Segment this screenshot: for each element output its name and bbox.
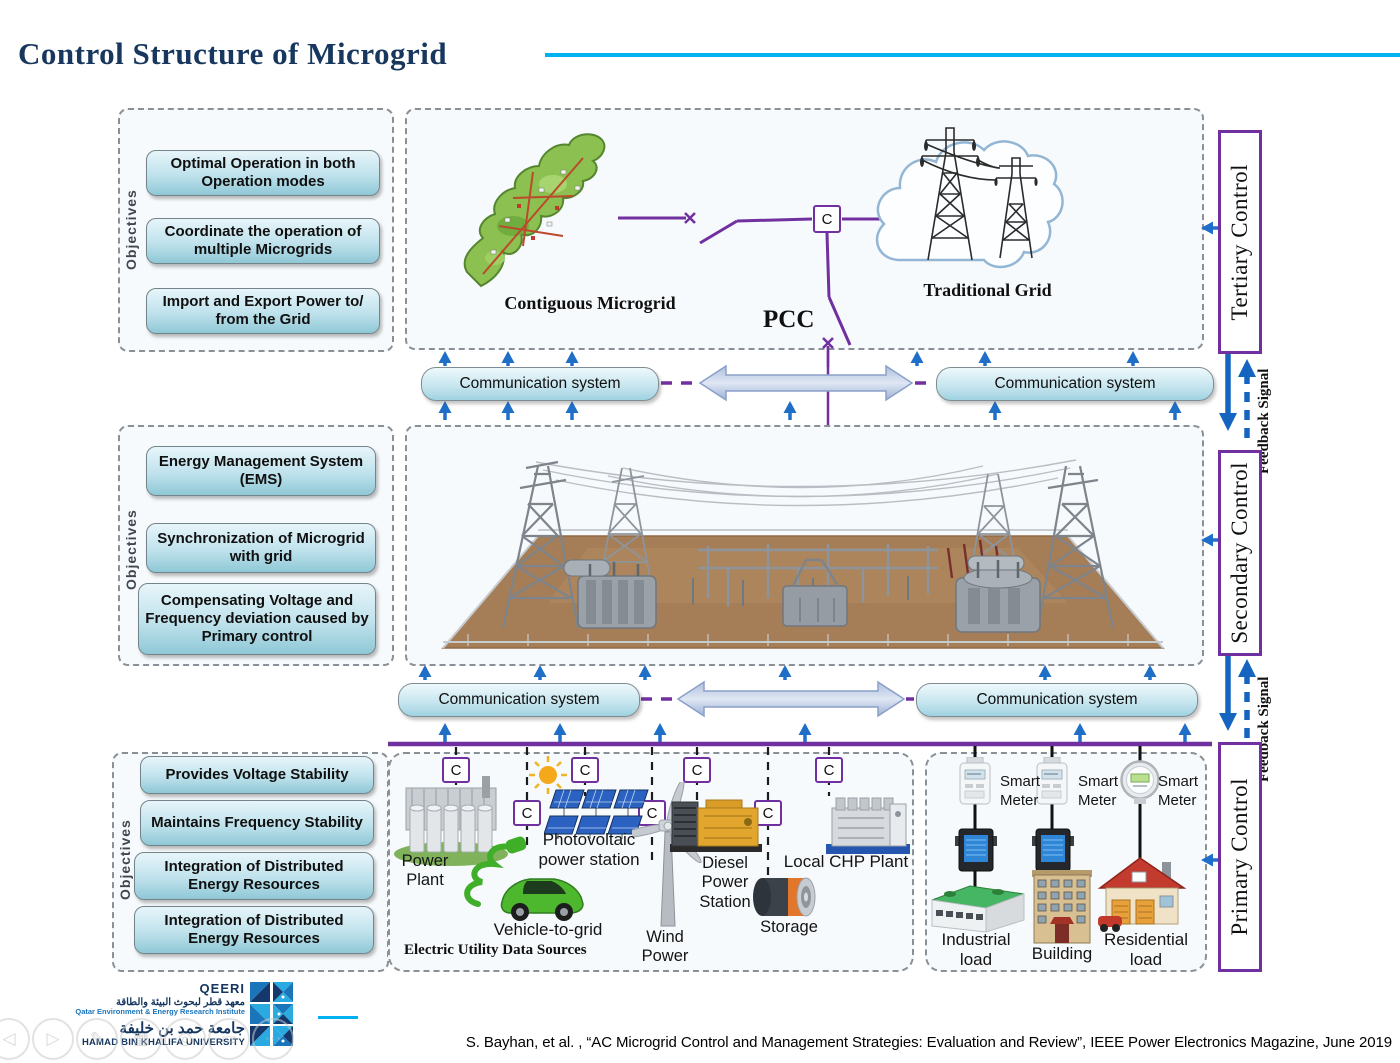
pen-icon[interactable]: ✎ [76, 1018, 118, 1060]
smart-meter-label-2: Smart Meter [1078, 773, 1119, 809]
chp-label: Local CHP Plant [783, 852, 909, 871]
chp-plant-icon [826, 797, 910, 854]
pv-label: Photovoltaic power station [538, 830, 640, 870]
solar-panels-icon [544, 789, 649, 839]
comm-arrows-row1 [438, 351, 1182, 420]
industrial-load-label: Industrial load [941, 930, 1011, 969]
diesel-label: Diesel Power Station [699, 854, 751, 911]
previous-icon[interactable]: ◁ [0, 1018, 30, 1060]
primary-control-label: Primary Control [1227, 778, 1252, 936]
pcc-wiring [618, 216, 902, 425]
communication-system-top-right: Communication system [936, 367, 1214, 401]
tertiary-objective-3: Import and Export Power to/ from the Gri… [146, 288, 380, 334]
load-controller-icon-1 [955, 828, 997, 872]
substation-illustration [441, 459, 1165, 649]
control-left-arrows [1201, 221, 1218, 867]
sun-icon [529, 756, 567, 794]
secondary-objective-2: Synchronization of Microgrid with grid [146, 523, 376, 573]
residential-load-icon [1097, 857, 1187, 932]
power-plant-icon [394, 776, 508, 866]
comm-double-arrow-2 [676, 680, 906, 718]
grid-icon[interactable]: ▦ [120, 1018, 162, 1060]
notes-icon[interactable]: ▭ [208, 1018, 250, 1060]
pcc-label: PCC [763, 306, 815, 333]
feedback-arrows-2 [1219, 654, 1256, 738]
vehicle-to-grid-icon [500, 878, 584, 921]
primary-objectives-title: Objectives [117, 819, 133, 901]
secondary-objective-3: Compensating Voltage and Frequency devia… [138, 583, 376, 655]
primary-control-box: Primary Control [1218, 742, 1262, 972]
logo-university-english: HAMAD BIN KHALIFA UNIVERSITY [81, 1036, 245, 1048]
zoom-icon[interactable]: ◎ [164, 1018, 206, 1060]
primary-objective-1: Provides Voltage Stability [140, 756, 374, 794]
communication-system-top-left: Communication system [421, 367, 659, 401]
tertiary-objective-1: Optimal Operation in both Operation mode… [146, 150, 380, 196]
primary-objective-3: Integration of Distributed Energy Resour… [134, 852, 374, 900]
building-load-icon [1032, 870, 1092, 944]
der-caption: Electric Utility Data Sources [404, 942, 587, 958]
logo-accent-rule [318, 1016, 358, 1019]
logo-org-arabic: معهد قطر لبحوث البيئة والطاقة [115, 996, 245, 1008]
tertiary-objectives-title: Objectives [123, 189, 139, 271]
breaker-diesel: C [683, 757, 711, 783]
power-plant-label: Power Plant [401, 852, 449, 890]
residential-load-label: Residential load [1103, 930, 1189, 969]
comm-arrows-row2 [418, 665, 1192, 742]
storage-battery-icon [753, 877, 816, 917]
page-title: Control Structure of Microgrid [18, 36, 448, 71]
presenter-toolbar: ◁ ▷ ✎ ▦ ◎ ▭ ⋯ [0, 1018, 294, 1060]
logo-org-name: QEERI [199, 981, 245, 996]
logo-org-english: Qatar Environment & Energy Research Inst… [75, 1006, 245, 1016]
communication-system-bottom-right: Communication system [916, 683, 1198, 717]
breaker-power-plant: C [442, 757, 470, 783]
load-controller-icon-2 [1032, 828, 1074, 872]
diesel-generator-icon [670, 799, 762, 852]
smart-meter-icon-3 [1120, 760, 1160, 804]
industrial-load-icon [931, 885, 1025, 933]
play-icon[interactable]: ▷ [32, 1018, 74, 1060]
contiguous-microgrid-icon [463, 133, 606, 288]
primary-objective-4: Integration of Distributed Energy Resour… [134, 906, 374, 954]
feedback-arrows-1 [1219, 352, 1256, 438]
pcc-breaker-box: C [813, 205, 841, 233]
smart-meter-label-1: Smart Meter [1000, 773, 1041, 809]
v2g-label: Vehicle-to-grid [493, 920, 603, 939]
tertiary-control-box: Tertiary Control [1218, 130, 1262, 354]
breaker-pv: C [571, 757, 599, 783]
breaker-chp: C [815, 757, 843, 783]
secondary-objective-1: Energy Management System (EMS) [146, 446, 376, 496]
title-rule [545, 53, 1400, 57]
contiguous-microgrid-label: Contiguous Microgrid [504, 293, 676, 313]
comm-double-arrow-1 [698, 364, 914, 402]
breaker-v2g: C [513, 800, 541, 826]
charging-plug-icon [464, 836, 527, 907]
tertiary-control-label: Tertiary Control [1227, 163, 1252, 321]
switch-x-marks [684, 212, 834, 349]
primary-objective-2: Maintains Frequency Stability [140, 800, 374, 846]
traditional-grid-label: Traditional Grid [923, 280, 1052, 300]
more-icon[interactable]: ⋯ [252, 1018, 294, 1060]
smart-meter-icon-1 [959, 757, 991, 805]
traditional-grid-icon [875, 127, 1064, 269]
smart-meter-label-3: Smart Meter [1158, 773, 1199, 809]
tertiary-objective-2: Coordinate the operation of multiple Mic… [146, 218, 380, 264]
footer-citation: S. Bayhan, et al. , “AC Microgrid Contro… [465, 1034, 1392, 1051]
building-load-label: Building [1031, 944, 1093, 963]
secondary-control-box: Secondary Control [1218, 450, 1262, 656]
smart-meter-icon-2 [1036, 757, 1068, 805]
breaker-storage: C [754, 800, 782, 826]
storage-label: Storage [760, 918, 818, 936]
communication-system-bottom-left: Communication system [398, 683, 640, 717]
wind-label: Wind Power [641, 928, 689, 966]
secondary-control-label: Secondary Control [1227, 462, 1252, 644]
